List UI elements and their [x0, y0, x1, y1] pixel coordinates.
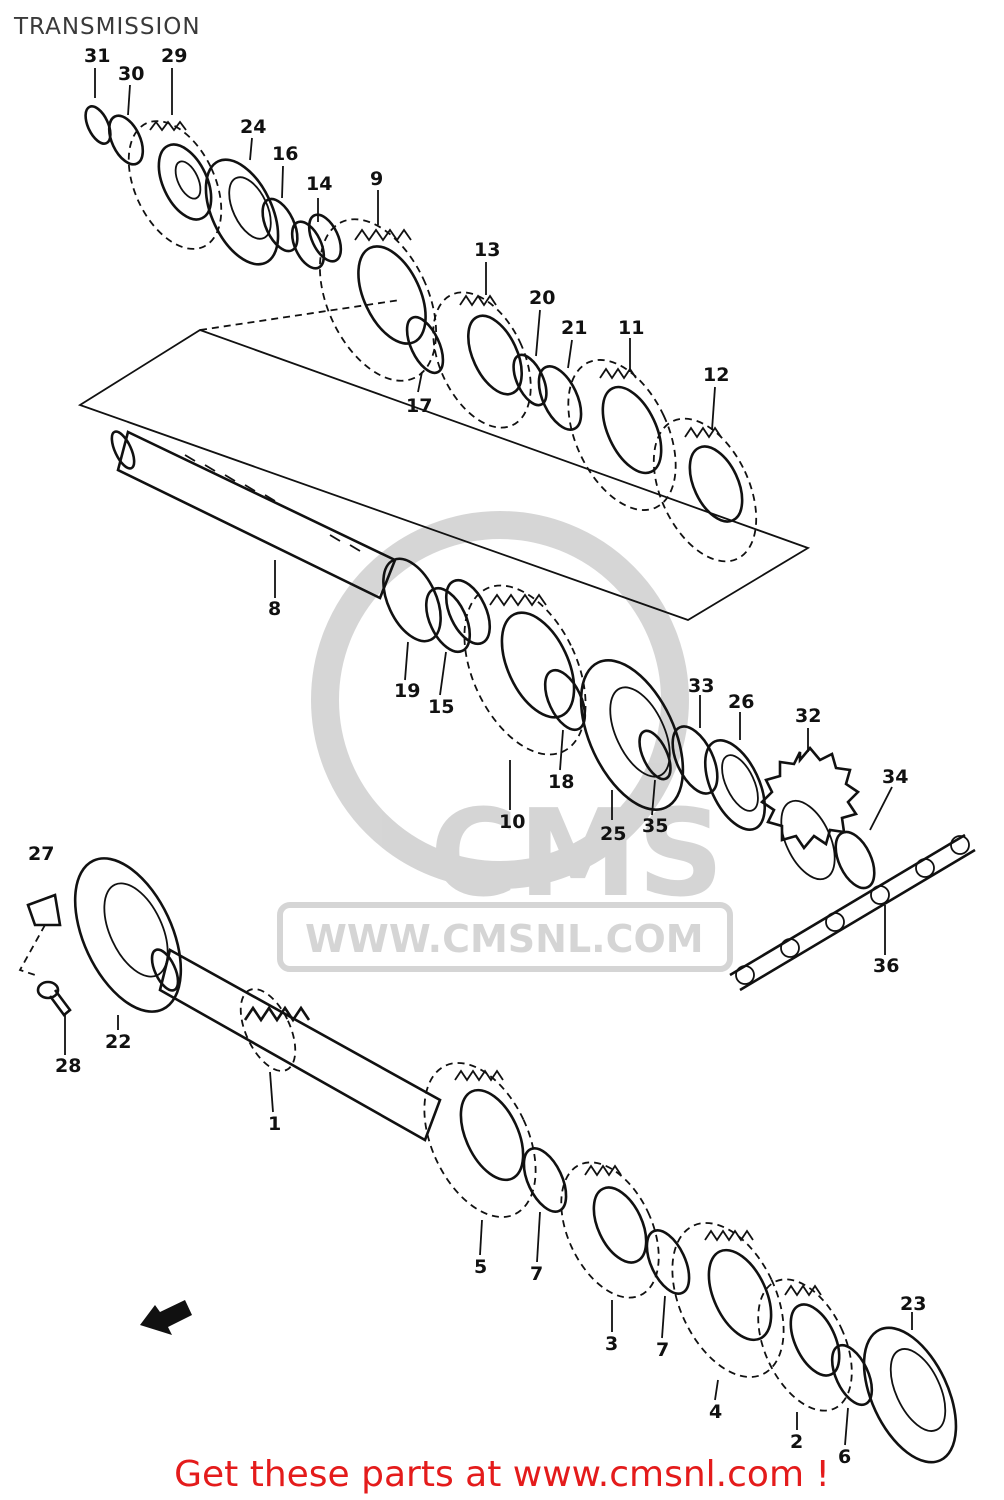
callout-labels: 31 30 29 24 16 14 9 13 20 21 11 12 17 8 … [28, 45, 926, 1468]
part-17-washer [405, 315, 445, 375]
front-direction-arrow-icon [140, 1300, 192, 1335]
part-14-bushing [290, 213, 343, 270]
callout-8: 8 [268, 598, 281, 620]
subassembly-outline [77, 329, 811, 621]
part-7-circlip-b [645, 1229, 691, 1295]
callout-20: 20 [529, 287, 555, 309]
callout-15: 15 [428, 696, 454, 718]
watermark-logo-text: CMS [430, 785, 724, 924]
page-title: TRANSMISSION [14, 14, 201, 40]
callout-26: 26 [728, 691, 754, 713]
callout-36: 36 [873, 955, 899, 977]
part-16-washer [261, 197, 299, 253]
callout-leaders [64, 68, 913, 1446]
callout-31: 31 [84, 45, 110, 67]
part-30-washer [107, 114, 145, 166]
countershaft-assembly [77, 105, 976, 992]
callout-12: 12 [703, 364, 729, 386]
part-21-circlip [537, 365, 583, 431]
part-23-bearing [862, 1326, 958, 1464]
footer-parts-link[interactable]: Get these parts at www.cmsnl.com ! [174, 1454, 830, 1495]
watermark-url-text: WWW.CMSNL.COM [305, 917, 704, 961]
callout-32: 32 [795, 705, 821, 727]
callout-18: 18 [548, 771, 574, 793]
part-13-gear [432, 291, 532, 429]
callout-16: 16 [272, 143, 298, 165]
callout-13: 13 [474, 239, 500, 261]
part-31-circlip [84, 105, 112, 145]
part-2-gear [757, 1278, 853, 1412]
callout-3: 3 [605, 1333, 618, 1355]
part-34-circlip [834, 830, 876, 890]
part-35-ring [638, 729, 672, 781]
part-6-washer [830, 1343, 874, 1407]
part-15-bushing [424, 578, 492, 654]
part-12-gear [652, 417, 758, 563]
part-18-washer [543, 668, 587, 732]
callout-10: 10 [499, 811, 525, 833]
part-28-bolt [36, 980, 72, 1017]
part-3-gear [560, 1161, 660, 1299]
part-20-washer [512, 353, 548, 407]
callout-25: 25 [600, 823, 626, 845]
part-25-bearing [579, 659, 685, 811]
part-10-gear [463, 584, 587, 756]
part-4-gear [671, 1222, 785, 1378]
part-29-gear [127, 120, 223, 250]
watermark: CMS WWW.CMSNL.COM [277, 511, 733, 972]
callout-33: 33 [688, 675, 714, 697]
callout-2: 2 [790, 1431, 803, 1453]
callout-6: 6 [838, 1446, 851, 1468]
callout-17: 17 [406, 395, 432, 417]
part-27-clip [26, 893, 62, 927]
callout-21: 21 [561, 317, 587, 339]
part-9-gear [319, 218, 437, 382]
callout-28: 28 [55, 1055, 81, 1077]
part-26-oil-seal [703, 739, 767, 831]
callout-23: 23 [900, 1293, 926, 1315]
callout-11: 11 [618, 317, 644, 339]
part-36-drive-chain [729, 833, 976, 992]
part-1-mainshaft [150, 948, 442, 1142]
callout-35: 35 [642, 815, 668, 837]
callout-9: 9 [370, 168, 383, 190]
part-5-gear [423, 1062, 537, 1218]
part-33-washer [671, 725, 719, 795]
part-32-sprocket [759, 745, 861, 881]
callout-30: 30 [118, 63, 144, 85]
leader-dash-27 [18, 924, 46, 976]
leader-dash [199, 299, 401, 331]
callout-7a: 7 [530, 1263, 543, 1285]
callout-29: 29 [161, 45, 187, 67]
callout-34: 34 [882, 766, 908, 788]
part-24-bearing [204, 158, 280, 266]
callout-4: 4 [709, 1401, 722, 1423]
callout-22: 22 [105, 1031, 131, 1053]
callout-14: 14 [306, 173, 332, 195]
mainshaft-assembly [18, 857, 958, 1464]
callout-24: 24 [240, 116, 266, 138]
callout-7b: 7 [656, 1339, 669, 1361]
callout-27: 27 [28, 843, 54, 865]
callout-19: 19 [394, 680, 420, 702]
part-7-circlip-a [522, 1147, 568, 1213]
callout-1: 1 [268, 1113, 281, 1135]
part-8-countershaft [110, 430, 397, 600]
callout-5: 5 [474, 1256, 487, 1278]
